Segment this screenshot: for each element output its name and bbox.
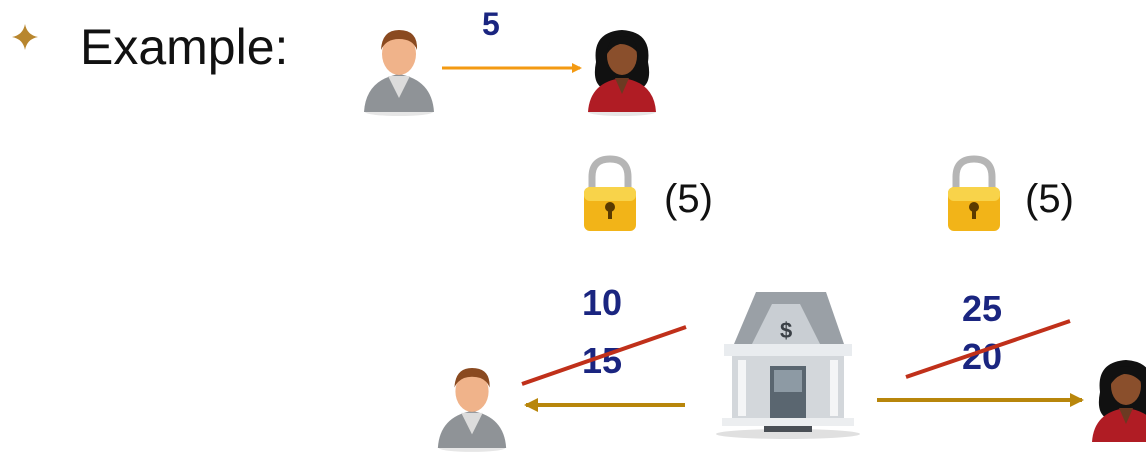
man-user-icon xyxy=(364,30,434,116)
four-point-star-icon xyxy=(12,24,38,50)
woman-user-icon xyxy=(1092,360,1146,442)
left-strike-line xyxy=(521,325,687,386)
lock-amount: (5) xyxy=(1025,177,1074,221)
right-strike-line xyxy=(905,319,1071,379)
left-new-balance: 10 xyxy=(582,282,623,323)
padlock-icon xyxy=(948,155,1000,231)
right-old-balance: 25 xyxy=(962,288,1003,329)
example-heading: Example: xyxy=(80,19,289,75)
man-user-icon xyxy=(437,367,507,452)
woman-user-icon xyxy=(588,30,656,116)
transfer-amount: 5 xyxy=(482,6,500,42)
bank-icon: $ xyxy=(716,292,860,439)
svg-text:$: $ xyxy=(780,318,792,343)
lock-amount: (5) xyxy=(664,177,713,221)
padlock-icon xyxy=(584,155,636,231)
